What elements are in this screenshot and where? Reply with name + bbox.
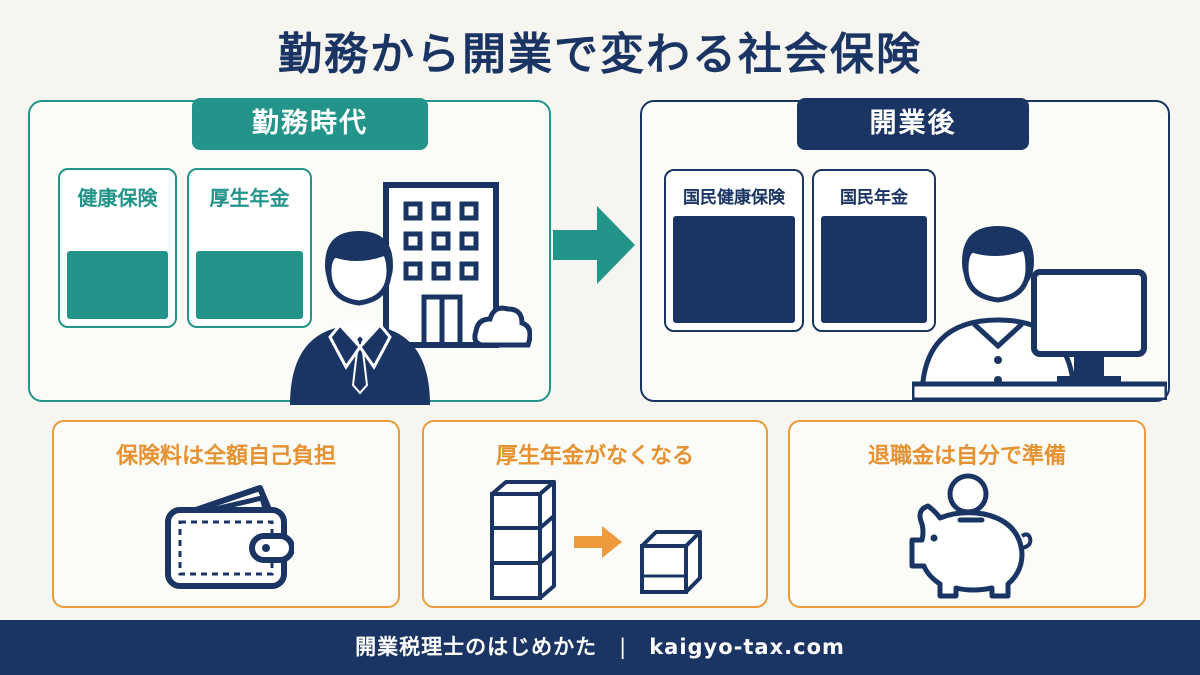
national-health-insurance-fill <box>673 216 795 323</box>
single-box-icon <box>640 530 702 594</box>
employment-panel: 勤務時代 健康保険 厚生年金 <box>28 98 551 405</box>
page-title: 勤務から開業で変わる社会保険 <box>278 29 922 80</box>
businessman-icon <box>290 231 430 405</box>
footer-domain[interactable]: kaigyo-tax.com <box>649 635 845 659</box>
national-health-insurance-label: 国民健康保険 <box>683 188 785 208</box>
footer-brand: 開業税理士のはじめかた <box>355 635 598 659</box>
self-employed-tab: 開業後 <box>797 98 1029 150</box>
national-pension-fill <box>821 216 927 323</box>
footer-separator: | <box>619 635 628 659</box>
wallet-icon <box>165 485 294 589</box>
employee-pension-card: 厚生年金 <box>187 168 312 328</box>
change-card-premium: 保険料は全額自己負担 <box>52 420 400 608</box>
change-label-pension: 厚生年金がなくなる <box>495 444 694 469</box>
health-insurance-fill <box>67 251 168 319</box>
national-pension-label: 国民年金 <box>840 188 908 208</box>
change-label-retirement: 退職金は自分で準備 <box>867 444 1066 469</box>
health-insurance-card: 健康保険 <box>58 168 177 328</box>
change-card-retirement: 退職金は自分で準備 <box>788 420 1146 608</box>
national-health-insurance-card: 国民健康保険 <box>664 169 804 332</box>
change-label-premium: 保険料は全額自己負担 <box>115 444 336 469</box>
change-card-pension: 厚生年金がなくなる <box>422 420 768 608</box>
self-employed-panel: 開業後 国民健康保険 国民年金 <box>640 98 1170 402</box>
employee-pension-label: 厚生年金 <box>209 186 290 210</box>
decrease-arrow-icon <box>574 526 622 558</box>
employee-pension-fill <box>196 251 303 319</box>
national-pension-card: 国民年金 <box>812 169 936 332</box>
stacked-boxes-icon <box>490 480 556 600</box>
piggy-bank-icon <box>909 473 1033 599</box>
health-insurance-label: 健康保険 <box>77 186 158 210</box>
right-arrow-icon <box>553 206 635 284</box>
footer-bar: 開業税理士のはじめかた | kaigyo-tax.com <box>0 620 1200 675</box>
freelancer-at-desk-icon <box>912 226 1167 400</box>
employment-tab: 勤務時代 <box>192 98 428 150</box>
